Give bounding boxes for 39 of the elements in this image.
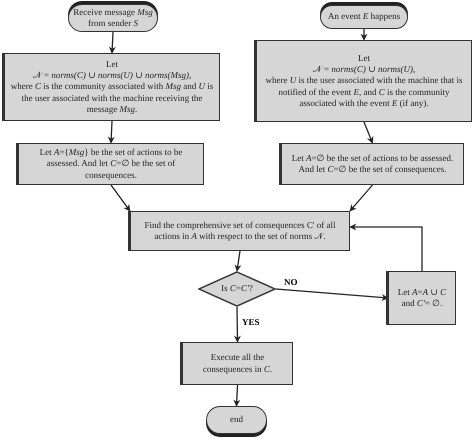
decision-diamond: [198, 271, 276, 307]
formula: 𝒩 = norms(C) ∪ norms(U),: [312, 64, 416, 76]
node-text: Let: [106, 58, 118, 70]
node-text: Let A={Msg} be the set of actions to be assessed. And let C=∅ be the set of consequences.: [38, 147, 184, 181]
arrow: [360, 29, 368, 41]
arrow: [276, 288, 389, 301]
terminal-shape: [320, 5, 408, 29]
node-text: Let A=∅ be the set of actions to be assessed. And let C=∅ be the set of consequences.: [290, 152, 454, 176]
arrow: [233, 384, 240, 407]
node-text: where C is the community associated with Msg and U is the user associated with the machine receiving the message Msg.: [10, 81, 214, 116]
terminal-shape: [206, 406, 267, 434]
node-text: end: [230, 414, 243, 426]
node-text: Let: [358, 52, 370, 64]
terminal-shape: [68, 4, 158, 32]
process-box: [130, 211, 350, 251]
process-box: [4, 53, 220, 121]
arrow: [234, 307, 241, 343]
node-text: Let A=A ∪ C and C'= ∅.: [396, 286, 448, 310]
arrow: [234, 250, 242, 272]
arrow: [108, 120, 115, 144]
edge-label: NO: [283, 278, 298, 288]
node-text: Find the comprehensive set of consequences C' of all actions in A with respect to the set of norms 𝒩.: [143, 220, 337, 242]
arrow: [108, 32, 116, 54]
node-text: Receive message Msg from sender S: [73, 6, 153, 30]
arrow: [349, 224, 423, 271]
arrow: [110, 184, 131, 212]
process-box: [281, 143, 464, 185]
node-text: An event E happens: [328, 11, 400, 23]
arrow: [350, 184, 373, 212]
process-box: [388, 271, 456, 325]
node-text: where U is the user associated with the machine that is notified of the event E, and C is the community associated with the event E (if any).: [264, 75, 464, 110]
edge-label: YES: [241, 318, 261, 328]
node-text: Execute all the consequences in C.: [202, 352, 274, 375]
formula: 𝒩 = norms(C) ∪ norms(U) ∪ norms(Msg),: [32, 70, 192, 82]
node-text: Is C=C'?: [221, 283, 253, 295]
process-box: [18, 143, 204, 185]
process-box: [256, 40, 472, 122]
arrow: [363, 122, 374, 144]
process-box: [182, 342, 293, 385]
